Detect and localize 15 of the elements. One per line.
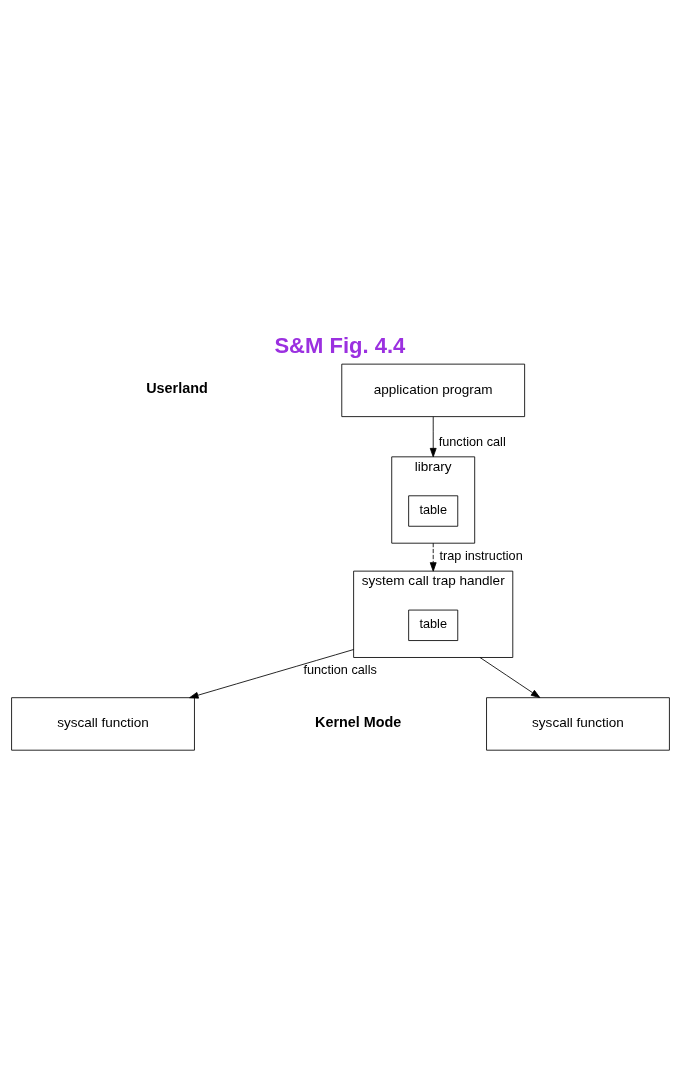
edge-label: function calls (303, 662, 377, 677)
arrow (479, 656, 541, 698)
label: Kernel Mode (315, 713, 402, 730)
edge-label: trap instruction (439, 548, 523, 563)
node-box: table (408, 609, 459, 641)
edge-label: function call (438, 434, 506, 449)
node-box: table (408, 494, 459, 527)
node-box: syscall function (486, 696, 670, 751)
label: Userland (146, 379, 208, 396)
arrow (189, 648, 355, 699)
node-box: application program (341, 363, 526, 417)
arrow (429, 542, 437, 572)
node-box: syscall function (11, 696, 195, 751)
arrow (429, 415, 437, 457)
diagram-title: S&M Fig. 4.4 (274, 332, 406, 358)
